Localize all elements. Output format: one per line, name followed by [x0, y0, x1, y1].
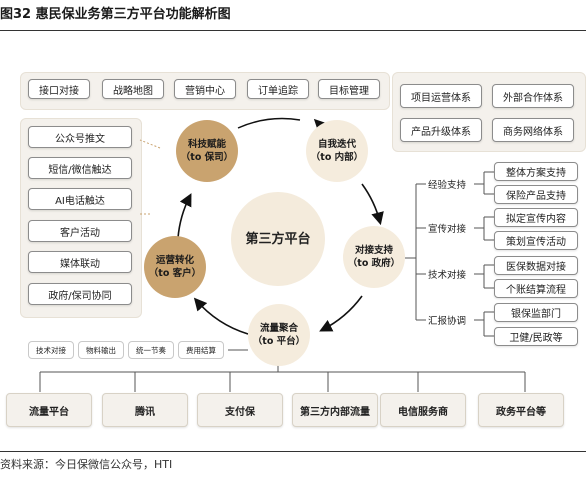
- arc-ops-to-tech: [177, 193, 192, 239]
- node-self-iterate: 自我迭代 （to 内部）: [306, 120, 368, 182]
- center-platform-circle: 第三方平台: [231, 192, 325, 286]
- arc-self-to-gov: [361, 183, 384, 226]
- small-box-unified-rhythm: 统一节奏: [128, 341, 174, 359]
- node-traffic-aggregate-title: 流量聚合: [259, 323, 298, 334]
- right-box-external-coop: 外部合作体系: [492, 84, 574, 108]
- tree-item-insurance-product: 保险产品支持: [494, 185, 578, 204]
- top-box-order-tracking: 订单追踪: [247, 79, 309, 99]
- tree-group-experience: 经验支持: [428, 180, 467, 191]
- node-traffic-aggregate: 流量聚合 （to 平台）: [248, 304, 310, 366]
- node-docking-support-subtitle: （to 政府）: [347, 258, 401, 269]
- tree-group-report: 汇报协调: [428, 316, 467, 327]
- tree-item-plan-activity: 策划宣传活动: [494, 231, 578, 250]
- left-box-ai-call: AI电话触达: [28, 188, 132, 210]
- bottom-box-zhifubao: 支付保: [197, 393, 283, 427]
- bottom-box-tencent: 腾讯: [102, 393, 188, 427]
- node-self-iterate-subtitle: （to 内部）: [310, 152, 364, 163]
- center-platform-label: 第三方平台: [245, 231, 311, 247]
- right-box-business-network: 商务网络体系: [492, 118, 574, 142]
- node-tech-enable-subtitle: （to 保司）: [180, 152, 234, 163]
- bottom-box-traffic-platform: 流量平台: [6, 393, 92, 427]
- top-box-interface: 接口对接: [28, 79, 90, 99]
- left-box-wechat-post: 公众号推文: [28, 126, 132, 148]
- node-tech-enable-title: 科技赋能: [187, 139, 226, 150]
- small-box-tech-docking: 技术对接: [28, 341, 74, 359]
- node-self-iterate-title: 自我迭代: [317, 139, 356, 150]
- small-box-material-output: 物料输出: [78, 341, 124, 359]
- source-note: 资料来源：今日保微信公众号，HTI: [0, 458, 173, 471]
- tree-item-cbirc: 银保监部门: [494, 303, 578, 322]
- node-traffic-aggregate-subtitle: （to 平台）: [252, 336, 306, 347]
- bottom-box-telecom: 电信服务商: [380, 393, 466, 427]
- right-box-project-ops: 项目运营体系: [400, 84, 482, 108]
- node-ops-convert-title: 运营转化: [155, 255, 194, 266]
- top-box-goal-management: 目标管理: [318, 79, 380, 99]
- top-box-marketing-center: 营销中心: [174, 79, 236, 99]
- top-rule: [0, 30, 586, 31]
- node-tech-enable: 科技赋能 （to 保司）: [176, 120, 238, 182]
- tree-item-overall-plan: 整体方案支持: [494, 162, 578, 181]
- tree-group-tech: 技术对接: [428, 270, 467, 281]
- node-docking-support: 对接支持 （to 政府）: [343, 226, 405, 288]
- arc-flow-to-ops: [193, 297, 249, 335]
- tree-item-draft-content: 拟定宣传内容: [494, 208, 578, 227]
- left-box-customer-activity: 客户活动: [28, 220, 132, 242]
- tree-group-publicity: 宣传对接: [428, 224, 467, 235]
- bottom-rule: [0, 451, 586, 452]
- small-box-fee-settlement: 费用结算: [178, 341, 224, 359]
- arc-gov-to-flow: [319, 295, 363, 332]
- figure-title: 图32 惠民保业务第三方平台功能解析图: [0, 7, 231, 22]
- left-box-media: 媒体联动: [28, 251, 132, 273]
- top-box-strategy-map: 战略地图: [102, 79, 164, 99]
- node-ops-convert: 运营转化 （to 客户）: [144, 236, 206, 298]
- node-ops-convert-subtitle: （to 客户）: [148, 268, 202, 279]
- tree-item-account-settlement: 个账结算流程: [494, 279, 578, 298]
- right-box-product-upgrade: 产品升级体系: [400, 118, 482, 142]
- left-box-gov-insurer: 政府/保司协同: [28, 283, 132, 305]
- arc-tech-to-self: [237, 117, 301, 129]
- node-docking-support-title: 对接支持: [354, 245, 393, 256]
- tree-item-health-civil: 卫健/民政等: [494, 327, 578, 346]
- tree-item-medical-data: 医保数据对接: [494, 256, 578, 275]
- bottom-box-government-platform: 政务平台等: [478, 393, 564, 427]
- bottom-box-internal-traffic: 第三方内部流量: [292, 393, 378, 427]
- left-box-sms-wechat: 短信/微信触达: [28, 157, 132, 179]
